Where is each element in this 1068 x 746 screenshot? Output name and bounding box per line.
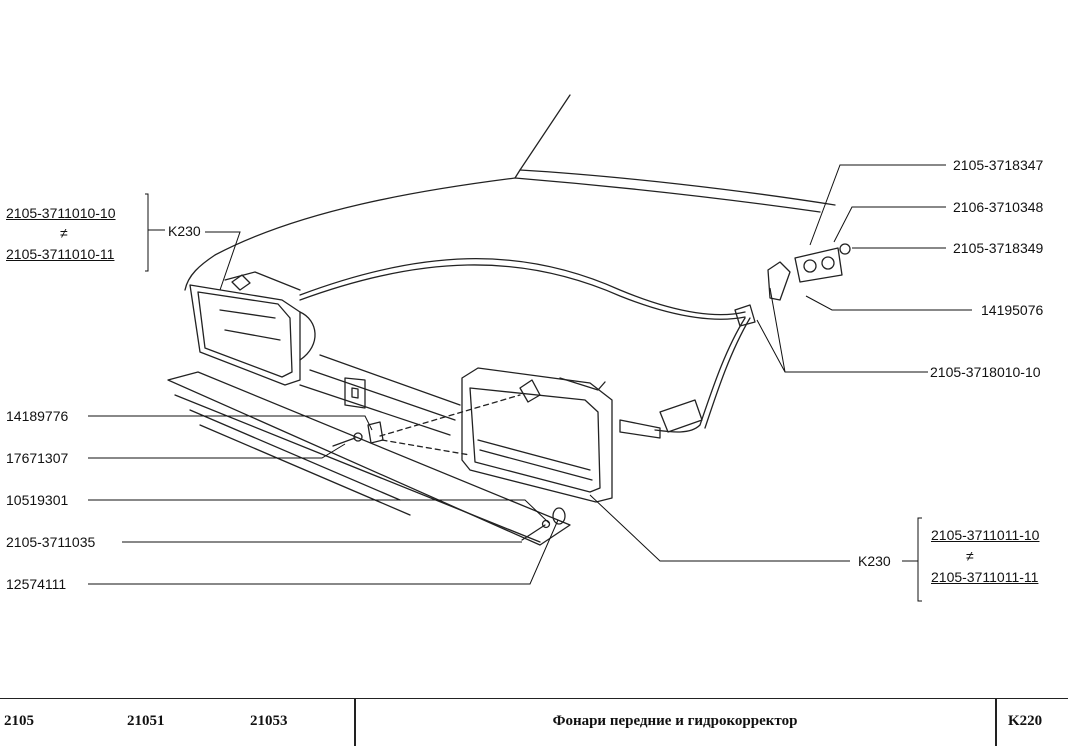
leader-lines [88,164,972,602]
sheet-code: K220 [1008,713,1043,729]
right-headlight [461,367,613,503]
assembly-ref-left: K230 [168,223,201,239]
hood-outline [184,94,836,291]
left-headlight [189,271,316,386]
part-label: 2105-3711035 [6,534,96,550]
part-label: 2105-3718349 [953,240,1044,256]
part-label: 12574111 [6,576,67,592]
sheet-title: Фонари передние и гидрокорректор [552,713,798,729]
title-block: 2105 21051 21053 Фонари передние и гидро… [0,698,1068,746]
not-equal-sign: ≠ [966,548,974,564]
left-headlight-part-b: 2105-3711010-11 [6,246,115,262]
left-headlight-part-a: 2105-3711010-10 [6,205,116,221]
model-code: 21053 [250,713,288,729]
part-label: 14189776 [6,408,69,424]
part-label: 2105-3718347 [953,157,1044,173]
part-label: 2105-3718010-10 [930,364,1041,380]
model-code: 2105 [4,713,34,729]
part-label: 14195076 [981,302,1044,318]
part-label: 17671307 [6,450,69,466]
not-equal-sign: ≠ [60,225,68,241]
part-label: 2106-3710348 [953,199,1044,215]
radiator-grille [167,354,571,546]
part-label: 10519301 [6,492,69,508]
master-unit [734,243,851,327]
model-code: 21051 [127,713,165,729]
right-headlight-part-b: 2105-3711011-11 [931,569,1039,585]
mount-dash-line [379,394,521,456]
divider [354,699,356,746]
assembly-ref-right: K230 [858,553,891,569]
divider [995,699,997,746]
fasteners [332,421,566,541]
right-headlight-part-a: 2105-3711011-10 [931,527,1040,543]
hydrocorrector-tubes [299,257,751,439]
